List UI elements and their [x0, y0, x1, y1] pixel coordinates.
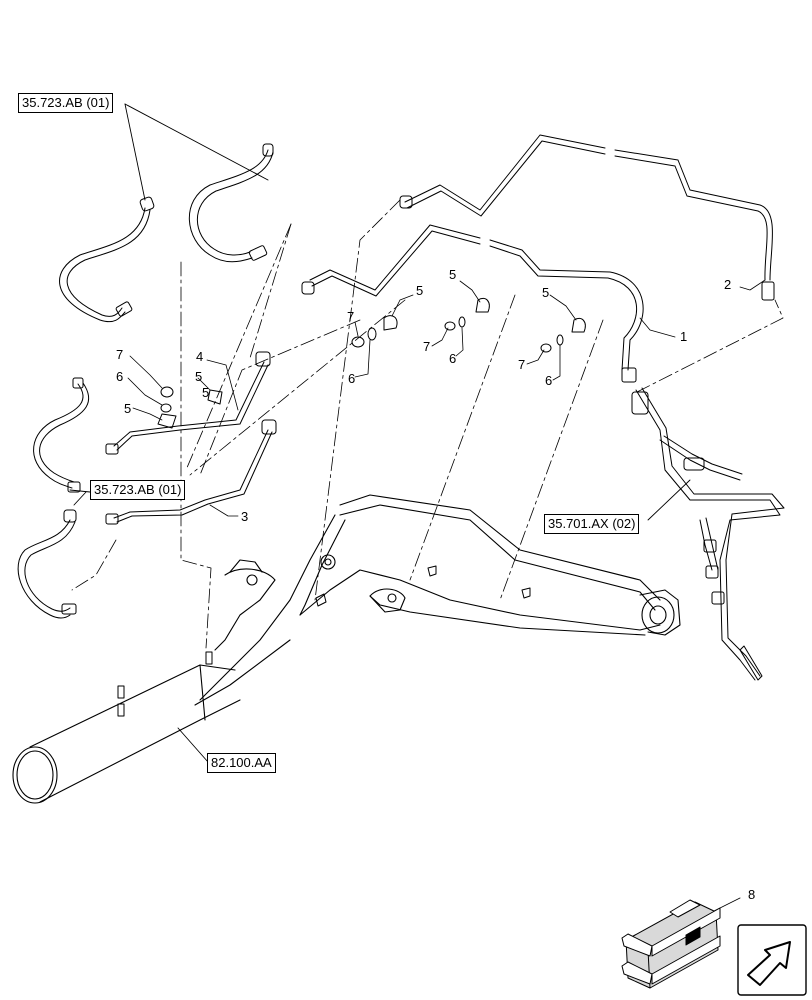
callout-1[interactable]: 1: [680, 329, 688, 344]
callout-5-a[interactable]: 5: [195, 369, 203, 384]
manifold-tubes: [631, 387, 785, 681]
ref-mid-left[interactable]: 35.723.AB (01): [90, 480, 186, 500]
callout-7-b[interactable]: 7: [347, 309, 355, 324]
tube-3: [105, 419, 277, 525]
hose-mid-left: [33, 377, 90, 493]
navigation-arrow-icon[interactable]: [737, 924, 807, 996]
hose-top-left: [59, 196, 155, 323]
callout-8[interactable]: 8: [748, 887, 756, 902]
callout-5-c[interactable]: 5: [416, 283, 424, 298]
clamps-and-hardware: [117, 297, 586, 717]
callout-leaders: [127, 279, 766, 517]
callout-6-d[interactable]: 6: [545, 373, 553, 388]
tube-4: [105, 351, 271, 455]
hose-bottom-left: [17, 509, 77, 619]
callout-5-f[interactable]: 5: [202, 385, 210, 400]
ref-right[interactable]: 35.701.AX (02): [544, 514, 640, 534]
reference-leaders: [69, 103, 741, 914]
ref-bottom[interactable]: 82.100.AA: [207, 753, 276, 773]
callout-7-a[interactable]: 7: [116, 347, 124, 362]
callout-5-b[interactable]: 5: [124, 401, 132, 416]
ref-top-left[interactable]: 35.723.AB (01): [18, 93, 114, 113]
callout-3[interactable]: 3: [241, 509, 249, 524]
callout-6-c[interactable]: 6: [449, 351, 457, 366]
callout-4[interactable]: 4: [196, 349, 204, 364]
parts-kit-crate-icon: [621, 899, 721, 989]
tube-1: [301, 224, 644, 383]
boom-arm: [194, 494, 681, 706]
callout-6-a[interactable]: 6: [116, 369, 124, 384]
callout-5-d[interactable]: 5: [449, 267, 457, 282]
callout-5-e[interactable]: 5: [542, 285, 550, 300]
tube-2: [399, 134, 775, 301]
callout-2[interactable]: 2: [724, 277, 732, 292]
projection-lines: [71, 199, 784, 649]
callout-7-d[interactable]: 7: [518, 357, 526, 372]
callout-6-b[interactable]: 6: [348, 371, 356, 386]
callout-7-c[interactable]: 7: [423, 339, 431, 354]
hose-top-center: [188, 143, 274, 263]
hydraulic-cylinder: [12, 664, 241, 804]
